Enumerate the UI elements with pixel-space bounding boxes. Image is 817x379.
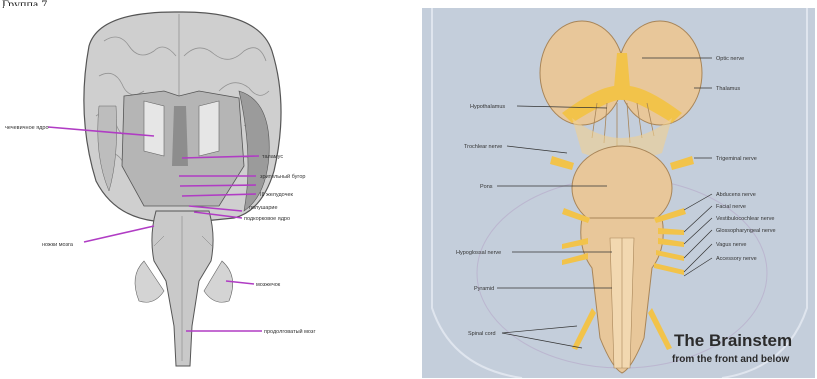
label-hypoglossal-nerve: Hypoglossal nerve [456,250,501,256]
brainstem-subtitle: from the front and below [672,354,789,365]
left-label-lentiform: чечевичное ядро [5,125,49,131]
label-pons: Pons [480,184,493,190]
label-trochlear-nerve: Trochlear nerve [464,144,502,150]
left-label-hemisphere: полушарие [249,205,278,211]
label-facial-nerve: Facial nerve [716,204,746,210]
label-accessory-nerve: Accessory nerve [716,256,757,262]
label-thalamus: Thalamus [716,86,740,92]
right-brainstem-diagram: Optic nerve Thalamus Trigeminal nerve Ab… [422,8,815,378]
left-brain-illustration: чечевичное ядро таламус зрительный бугор… [4,6,400,376]
left-label-subcortical: подкорковое ядро [244,216,290,222]
label-optic-nerve: Optic nerve [716,56,744,62]
left-label-cerebral-peduncles: ножки мозга [42,242,74,248]
left-brain-diagram: чечевичное ядро таламус зрительный бугор… [4,6,400,376]
label-pyramid: Pyramid [474,286,494,292]
left-label-cerebellum: мозжечок [256,282,281,288]
label-vagus-nerve: Vagus nerve [716,242,746,248]
brainstem-illustration: Optic nerve Thalamus Trigeminal nerve Ab… [422,8,815,378]
left-label-visual-tubercle: зрительный бугор [260,173,305,180]
left-label-thalamus: таламус [262,154,283,160]
label-abducens-nerve: Abducens nerve [716,192,756,198]
label-glossopharyngeal-nerve: Glossopharyngeal nerve [716,228,776,234]
label-spinal-cord: Spinal cord [468,331,496,337]
label-vestibulocochlear-nerve: Vestibulocochlear nerve [716,216,774,222]
left-label-third-ventricle: III желудочек [260,192,294,198]
left-label-medulla: продолговатый мозг [264,328,315,335]
label-trigeminal-nerve: Trigeminal nerve [716,156,757,162]
label-hypothalamus: Hypothalamus [470,104,505,110]
brainstem-title: The Brainstem [674,331,792,350]
